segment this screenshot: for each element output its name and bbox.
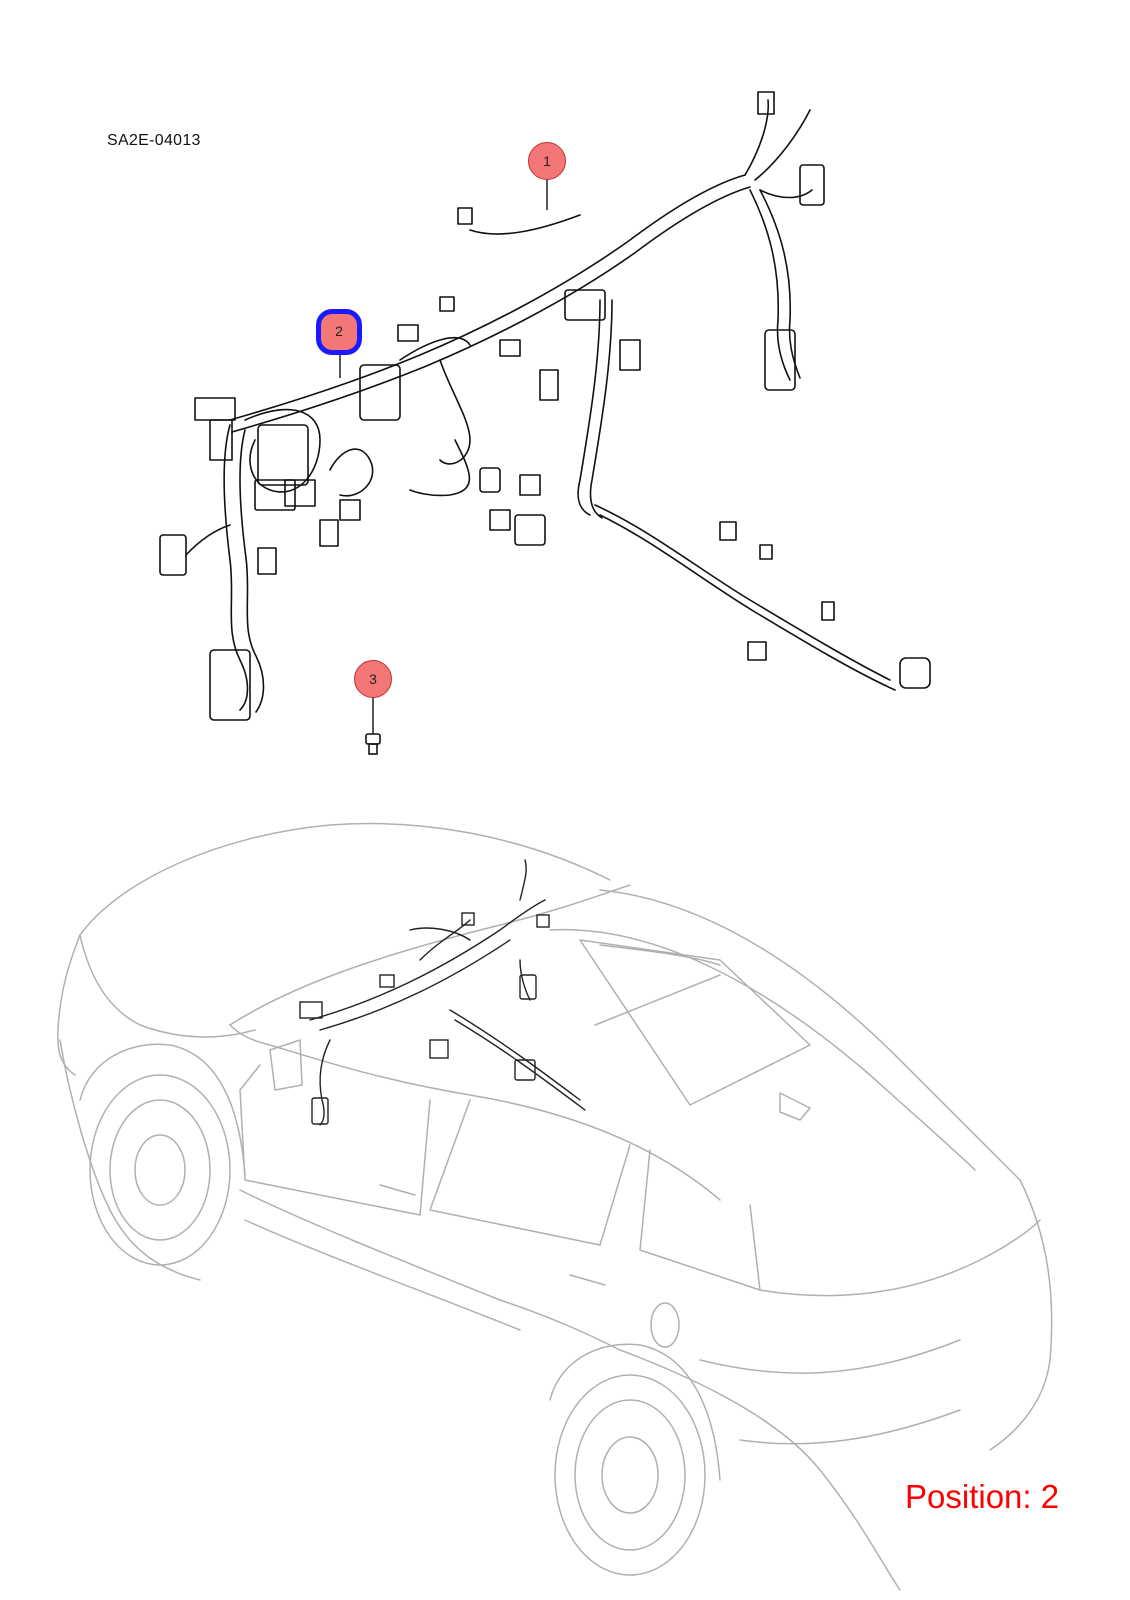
callout-3[interactable]: 3	[354, 660, 392, 698]
wiring-harness-part-1	[159, 91, 931, 721]
harness-in-vehicle	[299, 859, 586, 1126]
callout-1[interactable]: 1	[528, 142, 566, 180]
position-label: Position: 2	[905, 1478, 1060, 1515]
vehicle-outline	[57, 822, 1053, 1591]
bolt-part-3	[365, 733, 381, 755]
callout-2-selected[interactable]: 2	[316, 309, 362, 355]
callout-leaders	[339, 177, 548, 734]
diagram-id-label: SA2E-04013	[107, 132, 201, 149]
